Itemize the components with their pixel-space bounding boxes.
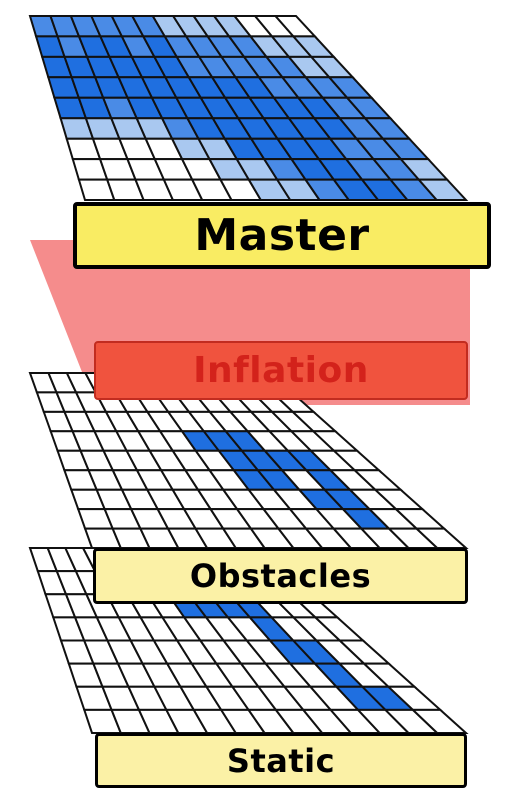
static-grid-cell [410,708,469,734]
inflation-layer-label: Inflation [94,341,468,400]
master-grid [28,15,469,201]
master-layer-label: Master [73,202,491,269]
master-grid-cell [416,178,469,201]
obstacles-layer-label: Obstacles [93,548,468,604]
static-layer-label: Static [95,733,467,788]
